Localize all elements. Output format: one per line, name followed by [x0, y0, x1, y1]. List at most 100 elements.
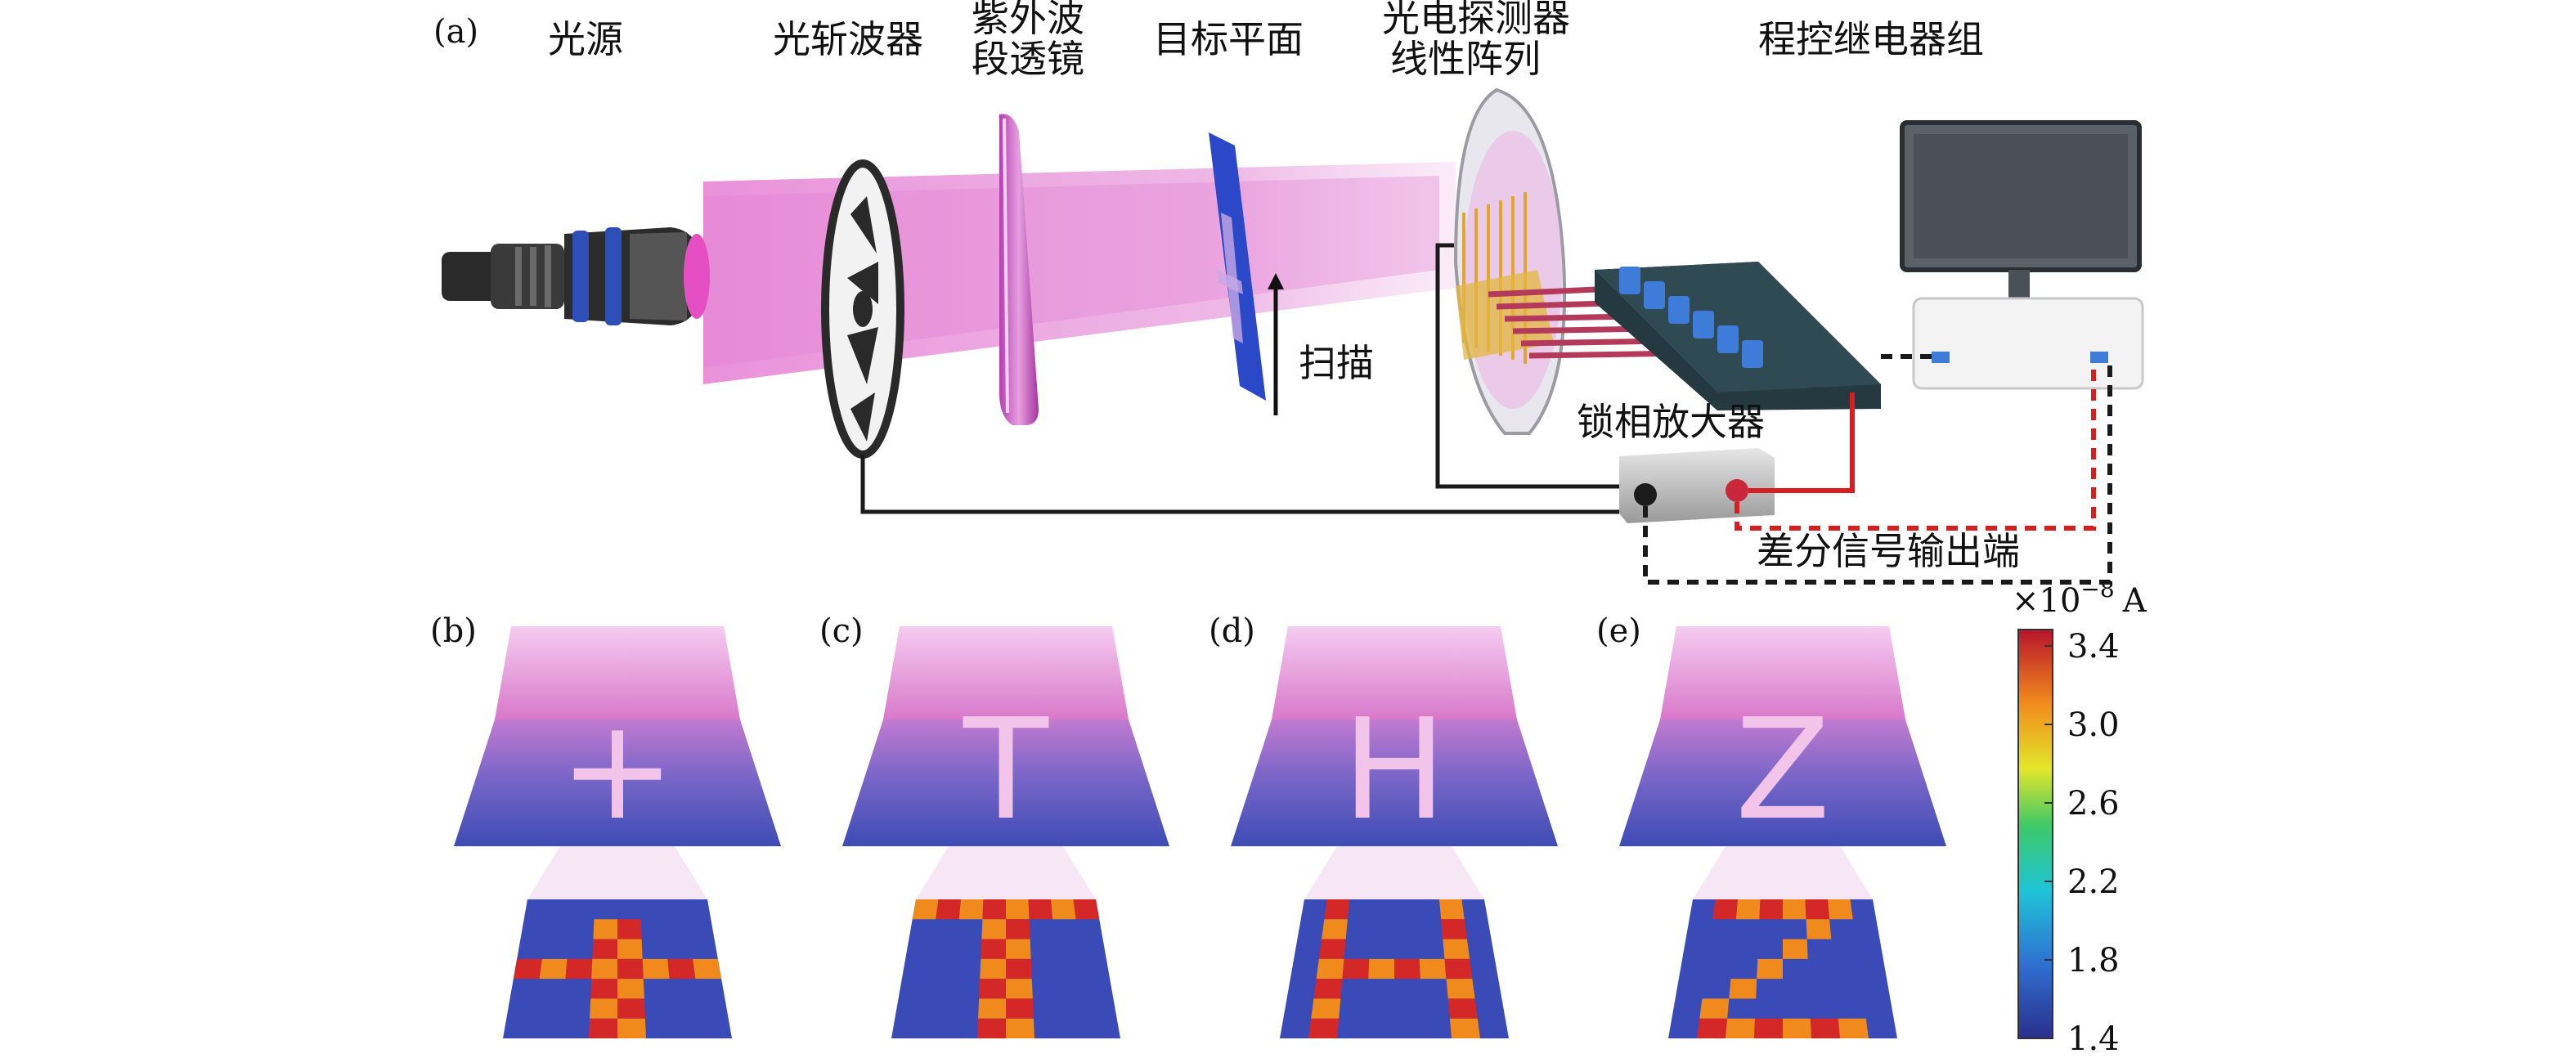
target-plate — [1231, 720, 1558, 846]
detector-pixel — [589, 1018, 617, 1038]
detector-pixel — [1006, 1018, 1034, 1038]
detector-pixel — [617, 979, 644, 999]
panel-label-c: (c) — [819, 612, 864, 650]
detector-pixel — [1810, 1018, 1840, 1038]
colorbar-tick-label: 3.4 — [2067, 628, 2120, 666]
detector-pixel — [593, 919, 617, 939]
detector-pixel — [1313, 979, 1343, 999]
detector-pixel — [1757, 958, 1783, 980]
detector-pixel — [1805, 899, 1830, 920]
red-cables — [1748, 392, 1855, 493]
target-letter: Z — [1735, 689, 1830, 851]
beam-cone — [495, 626, 740, 720]
detector-pixel — [1446, 979, 1475, 999]
detector-pixel — [1729, 979, 1757, 999]
detector-pixel — [979, 979, 1006, 999]
detector-pixel — [617, 1018, 646, 1038]
label-lockin: 锁相放大器 — [1577, 400, 1765, 444]
beam-cone — [1272, 626, 1517, 720]
label-detector-line1: 光电探测器 — [1382, 0, 1570, 40]
detector-pixel — [590, 998, 617, 1019]
detector-pixel — [617, 958, 644, 980]
detector-pixel — [981, 919, 1006, 939]
label-diff-output: 差分信号输出端 — [1757, 529, 2020, 573]
panel-label-d: (d) — [1209, 612, 1255, 650]
detector-pixel — [1006, 998, 1034, 1019]
detector-pixel — [1006, 939, 1031, 959]
detector-pixel — [1783, 899, 1806, 920]
detector-pixel — [1712, 899, 1738, 920]
scan-arrow — [1268, 273, 1284, 415]
transmitted-light — [916, 846, 1096, 899]
relay-board-icon — [1595, 262, 1881, 410]
detector-pixel — [1806, 919, 1832, 939]
detector-pixel — [1697, 1018, 1728, 1038]
detector-pixel — [1006, 958, 1032, 980]
detector-pixel — [1006, 919, 1030, 939]
detector-pixel — [1316, 958, 1344, 980]
photodetector-array-icon — [1453, 87, 1567, 435]
scene-2: T — [842, 626, 1169, 1038]
detector-pixel — [1838, 1018, 1869, 1038]
target-plate — [454, 720, 781, 846]
detector-pixel — [565, 958, 593, 980]
detector-pixel — [1447, 998, 1478, 1019]
detector-pixel — [1735, 899, 1761, 920]
detector-pixel — [977, 1018, 1006, 1038]
scene-4: Z — [1619, 626, 1946, 1038]
detector-pixel — [1073, 899, 1100, 920]
panel-label-e: (e) — [1596, 612, 1641, 650]
target-plate — [842, 720, 1169, 846]
colorbar-tick-label: 2.2 — [2067, 863, 2120, 901]
imaging-scenes: + T H Z — [454, 626, 1946, 1038]
label-relay-group: 程控继电器组 — [1758, 17, 1984, 61]
transmitted-light — [1693, 846, 1873, 899]
detector-pixel — [693, 958, 722, 980]
label-uv-lens-line2: 段透镜 — [972, 37, 1084, 81]
target-letter: + — [559, 689, 675, 851]
detector-pixel — [1449, 1018, 1480, 1038]
detector-pixel — [1322, 919, 1348, 939]
detector-pixel — [1443, 939, 1470, 959]
colorbar-ticks: 3.43.02.62.21.81.4 — [2044, 628, 2120, 1058]
detector-pixel — [617, 998, 645, 1019]
detector-pixel — [1324, 899, 1349, 920]
target-letter: H — [1342, 689, 1447, 851]
detector-pixel — [642, 958, 670, 980]
label-detector-line2: 线性阵列 — [1390, 37, 1541, 81]
detector-pixel — [1754, 1018, 1783, 1038]
detector-pixel — [1783, 939, 1808, 959]
detector-pixel — [1699, 998, 1730, 1019]
detector-pixel — [1311, 998, 1341, 1019]
computer-icon — [1900, 120, 2144, 390]
colorbar-tick-label: 1.4 — [2067, 1020, 2120, 1058]
target-letter: T — [963, 689, 1049, 851]
detector-pixel — [539, 958, 568, 980]
detector-pixel — [1308, 1018, 1340, 1038]
detector-pixel — [617, 939, 643, 959]
detector-pixel — [1028, 899, 1053, 920]
lockin-amplifier-icon — [1619, 448, 1775, 523]
detector-pixel — [1444, 958, 1473, 980]
detector-pixel — [1006, 979, 1033, 999]
detector-pixel — [981, 939, 1006, 959]
label-chopper: 光斩波器 — [773, 17, 923, 61]
detector-pixel — [1342, 958, 1370, 980]
colorbar-tick-label: 3.0 — [2067, 706, 2120, 744]
transmitted-light — [1304, 846, 1484, 899]
detector-pixel — [1318, 939, 1346, 959]
scene-3: H — [1231, 626, 1558, 1038]
black-cables — [860, 243, 1619, 514]
target-plane-icon — [1209, 132, 1266, 401]
detector-pixel — [513, 958, 542, 980]
detector-pixel — [1828, 899, 1853, 920]
detector-pixel — [978, 998, 1006, 1019]
chopper-icon — [821, 159, 904, 459]
detector-pixel — [1439, 899, 1465, 920]
uv-lens-icon — [999, 114, 1039, 425]
detector-pixel — [1394, 958, 1420, 980]
colorbar-tick-label: 1.8 — [2067, 942, 2120, 980]
label-scan: 扫描 — [1299, 341, 1374, 385]
